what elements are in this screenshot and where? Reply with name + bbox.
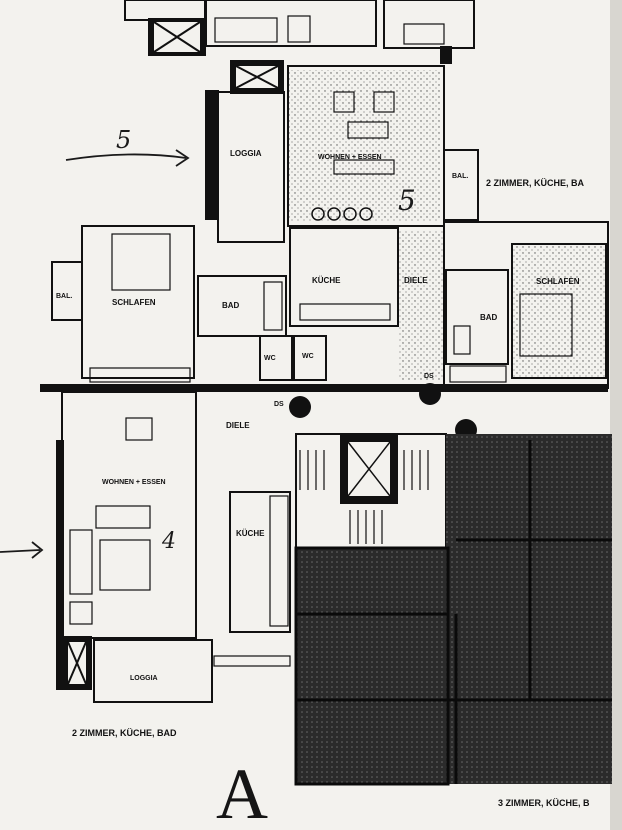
loggia-lower: [93, 639, 213, 703]
dark-block-left: [296, 548, 448, 784]
label-wohnen-essen-lower: WOHNEN + ESSEN: [102, 479, 166, 486]
wohnen-essen-upper: [288, 70, 440, 222]
schlafen-right: [512, 244, 606, 378]
label-bal-right: BAL.: [452, 173, 468, 180]
label-diele-upper: DIELE: [404, 276, 428, 285]
label-bad-right: BAD: [480, 313, 498, 322]
type-label-apartment-4: 2 ZIMMER, KÜCHE, BAD: [72, 728, 177, 738]
stairwell: [295, 419, 477, 549]
label-bad-left: BAD: [222, 301, 240, 310]
label-kueche-lower: KÜCHE: [236, 529, 265, 538]
bad-left: [197, 275, 287, 337]
arrow-label-5: 5: [116, 126, 131, 154]
label-loggia-upper: LOGGIA: [230, 149, 262, 158]
type-label-apartment-3z: 3 ZIMMER, KÜCHE, B: [498, 798, 590, 808]
label-loggia-lower: LOGGIA: [130, 675, 158, 682]
type-label-apartment-5: 2 ZIMMER, KÜCHE, BA: [486, 178, 585, 188]
top-adjacent-units: [124, 0, 475, 64]
apartment-number-4: 4: [161, 529, 176, 554]
dining-chairs: [311, 207, 373, 221]
label-ds-left: DS: [274, 401, 284, 408]
ds-shaft-left: [289, 396, 311, 418]
label-wohnen-essen-upper: WOHNEN + ESSEN: [318, 154, 382, 161]
apartment-left-upper: BAL. SCHLAFEN BAD WC WC DS: [51, 225, 327, 418]
label-wc-1: WC: [264, 355, 276, 362]
kueche-lower: [229, 491, 291, 633]
label-wc-2: WC: [302, 353, 314, 360]
apartment-4: WOHNEN + ESSEN 4 DIELE KÜCHE LOGGIA 2 ZI…: [56, 391, 291, 830]
arrow-5: 5: [65, 126, 190, 167]
arrow-4: [0, 541, 44, 559]
apartment-number-5: 5: [398, 184, 416, 217]
label-kueche-upper: KÜCHE: [312, 276, 341, 285]
apartment-5: LOGGIA WOHNEN + ESSEN 5 BAL. 2 ZIMMER, K…: [40, 60, 609, 405]
diele-upper: [398, 230, 444, 380]
label-diele-lower: DIELE: [226, 421, 250, 430]
label-schlafen-right: SCHLAFEN: [536, 277, 580, 286]
label-bal-left: BAL.: [56, 293, 72, 300]
label-ds-right: DS: [424, 373, 434, 380]
bad-right: [445, 269, 509, 365]
building-letter: A: [216, 754, 268, 830]
apartment-right-lower: 3 ZIMMER, KÜCHE, B: [294, 434, 612, 808]
paper-right-shadow: [610, 0, 622, 830]
schlafen-left: [81, 225, 195, 379]
label-schlafen-left: SCHLAFEN: [112, 298, 156, 307]
